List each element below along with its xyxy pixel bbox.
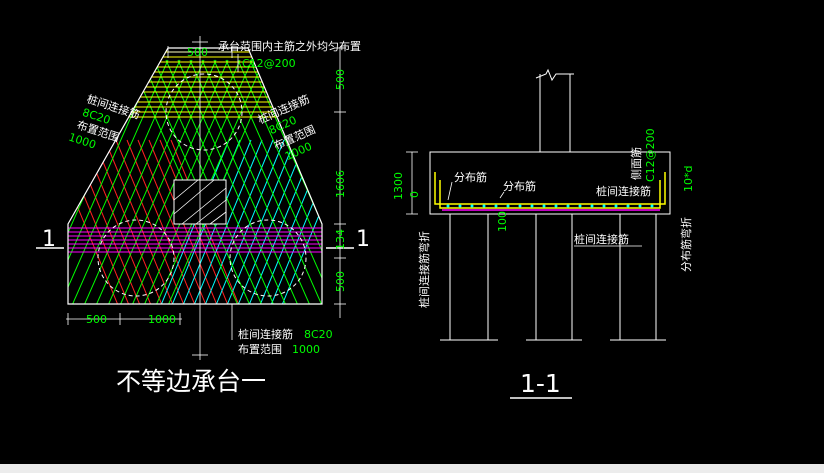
pile-top [165, 73, 243, 151]
dim-bottom-2: 1000 [148, 313, 176, 326]
label-bottom-bar: 8C20 [304, 328, 333, 341]
dim-right-1: 500 [334, 69, 347, 90]
main-rebar [439, 180, 661, 209]
sec-side-bar-label: 侧面筋 [629, 147, 643, 180]
status-strip [0, 464, 824, 473]
sec-side-anchor: 10*d [682, 166, 695, 192]
note-top: 承台范围内主筋之外均匀布置 [218, 39, 361, 53]
piles-section [440, 214, 666, 341]
section-mark-right: 1 [356, 227, 370, 252]
dim-right-4: 500 [334, 271, 347, 292]
sec-side-bar-value: C12@200 [644, 128, 657, 182]
sec-bend-right: 分布筋弯折 [679, 217, 693, 272]
plan-view: 1 1 500 承台范围内主筋之外均匀布置 C12@200 桩间连接筋 8C20… [36, 36, 370, 396]
sec-pile-link: 桩间连接筋 [596, 184, 651, 198]
dim-bottom-1: 500 [86, 313, 107, 326]
dim-top: 500 [187, 46, 208, 59]
note-top-bar: C12@200 [242, 57, 296, 70]
sec-dim-zero: 0 [408, 191, 421, 198]
top-rebar [434, 172, 666, 205]
dim-right-3: 134 [334, 229, 347, 250]
section-view: 分布筋 分布筋 桩间连接筋 桩间连接筋 1300 0 100 桩间连接筋弯折 侧… [392, 68, 695, 399]
pile-left [97, 219, 175, 297]
section-mark-left: 1 [42, 227, 56, 252]
cap-section [429, 151, 671, 215]
cap-outline [67, 47, 323, 305]
sec-dist-mid: 分布筋 [503, 179, 536, 193]
section-title: 1-1 [520, 369, 561, 398]
dim-right-2: 1606 [334, 170, 347, 198]
cyan-rebar-hatch [158, 139, 322, 304]
plan-title: 不等边承台一 [116, 367, 266, 396]
sec-bend-left: 桩间连接筋弯折 [417, 231, 431, 308]
label-bottom-range: 布置范围 [238, 342, 282, 356]
magenta-rebar-band [68, 227, 322, 253]
sec-dist-left: 分布筋 [454, 170, 487, 184]
sec-dim-height: 1300 [392, 172, 405, 200]
pile-right [229, 219, 307, 297]
sec-dim-100: 100 [496, 211, 509, 232]
sec-pile-link-bottom: 桩间连接筋 [574, 232, 629, 246]
label-bottom: 桩间连接筋 [238, 327, 293, 341]
label-bottom-range-val: 1000 [292, 343, 320, 356]
